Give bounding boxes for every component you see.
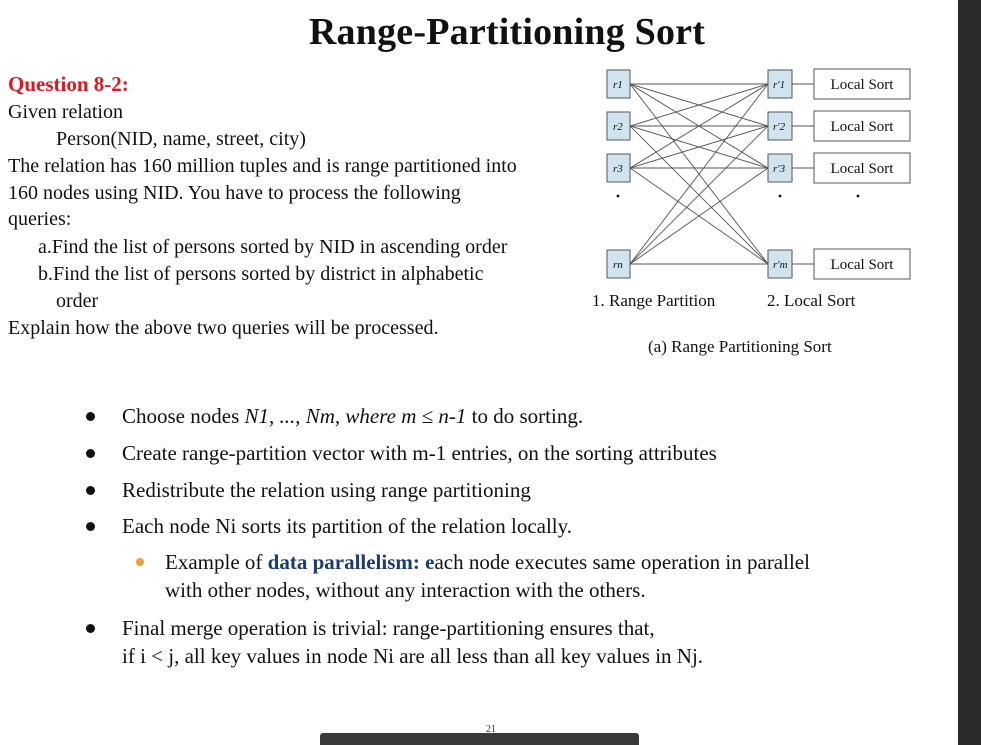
bullet-dot — [86, 486, 95, 495]
left-node-label: r2 — [613, 121, 623, 133]
left-node-boxes — [606, 69, 631, 279]
local-sort-label: Local Sort — [831, 119, 895, 135]
diagram-caption: (a) Range Partitioning Sort — [648, 337, 832, 356]
local-sort-label: Local Sort — [831, 77, 895, 93]
question-line: Person(NID, name, street, city) — [56, 128, 306, 150]
bullet-redistribute: Redistribute the relation using range pa… — [122, 478, 531, 502]
page-number: 21 — [486, 724, 496, 735]
slide-title: Range-Partitioning Sort — [308, 11, 706, 53]
sub-bullet-line2: with other nodes, without any interactio… — [165, 578, 646, 602]
question-line: Given relation — [8, 101, 123, 123]
right-node-label: r′3 — [773, 163, 786, 175]
range-partition-diagram: r1 r2 r3 rn r′1 r′2 r′3 r′m — [606, 68, 911, 280]
step2-label: 2. Local Sort — [767, 291, 856, 310]
question-line: a.Find the list of persons sorted by NID… — [38, 236, 508, 258]
partition-lines — [629, 83, 814, 265]
question-line: b.Find the list of persons sorted by dis… — [38, 263, 484, 285]
sub-bullet-data-parallelism: Example of data parallelism: each node e… — [165, 550, 810, 574]
bullet-local-sort: Each node Ni sorts its partition of the … — [122, 514, 573, 538]
bullet-dot — [86, 412, 95, 421]
local-sort-boxes — [813, 68, 911, 280]
local-sort-label: Local Sort — [831, 257, 895, 273]
bullet-dot — [86, 624, 95, 633]
question-heading: Question 8-2: — [8, 72, 129, 96]
question-line: Explain how the above two queries will b… — [8, 317, 439, 339]
ellipsis-dots — [616, 194, 860, 198]
right-node-boxes — [767, 69, 793, 279]
slide: Range-Partitioning Sort Question 8-2: Gi… — [8, 11, 911, 745]
question-line: queries: — [8, 208, 72, 230]
question-line: order — [56, 290, 99, 312]
bullet-choose-nodes: Choose nodes N1, ..., Nm, where m ≤ n-1 … — [122, 404, 584, 428]
question-line: 160 nodes using NID. You have to process… — [8, 182, 461, 204]
bottom-toolbar[interactable] — [320, 733, 639, 745]
right-node-label: r′1 — [773, 79, 785, 91]
bullet-final-merge-line2: if i < j, all key values in node Ni are … — [122, 644, 704, 668]
left-node-label: r1 — [613, 79, 623, 91]
right-node-label: r′2 — [773, 121, 786, 133]
sub-bullet-dot — [136, 558, 144, 566]
bullet-dot — [86, 449, 95, 458]
bullet-dot — [86, 522, 95, 531]
question-line: The relation has 160 million tuples and … — [8, 155, 517, 177]
step1-label: 1. Range Partition — [592, 291, 716, 310]
bullet-range-vector: Create range-partition vector with m-1 e… — [122, 441, 717, 465]
left-node-label: r3 — [613, 163, 623, 175]
left-node-label: rn — [613, 259, 623, 271]
right-scrollbar[interactable] — [958, 0, 981, 745]
local-sort-label: Local Sort — [831, 161, 895, 177]
bullet-final-merge: Final merge operation is trivial: range-… — [122, 616, 655, 640]
right-node-label: r′m — [773, 259, 788, 271]
